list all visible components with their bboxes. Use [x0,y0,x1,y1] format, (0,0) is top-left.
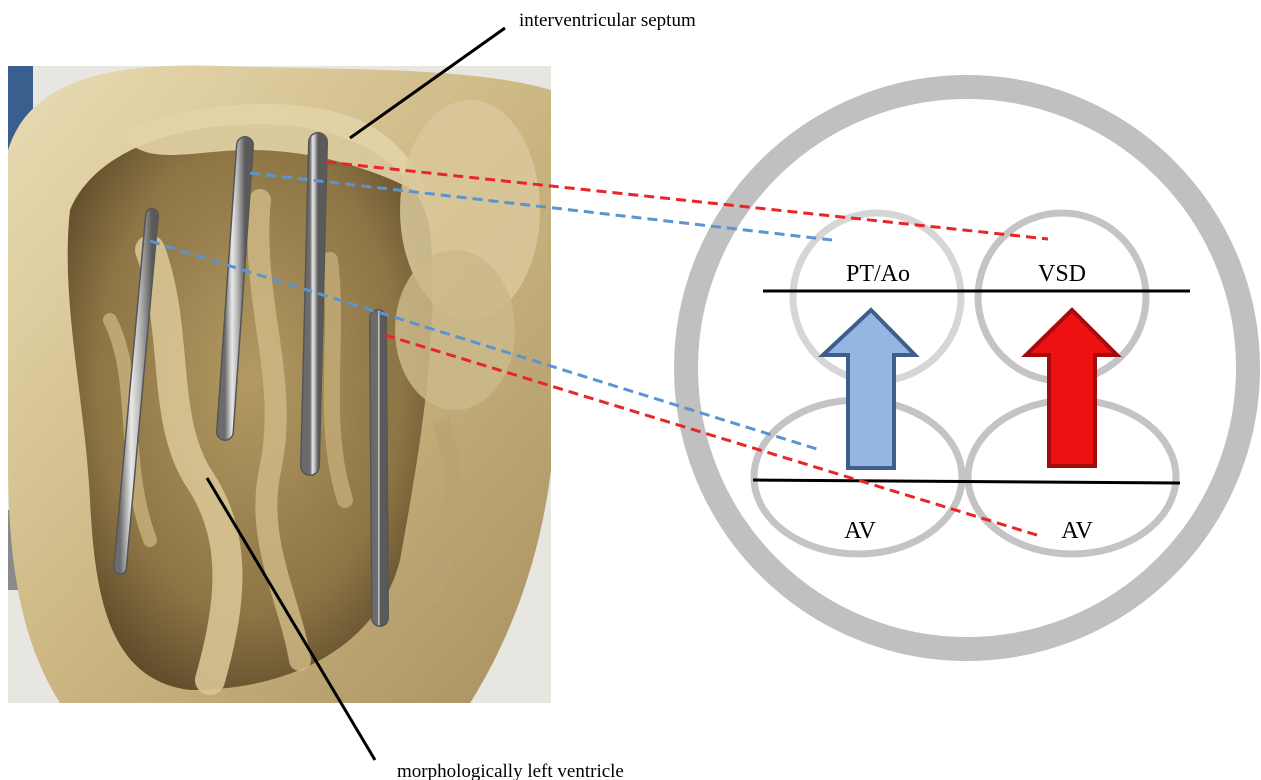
ventricle-label: morphologically left ventricle [397,761,624,780]
specimen-photo [8,65,551,703]
av-left-label: AV [844,518,876,544]
pt-ao-label: PT/Ao [846,261,910,287]
schematic: PT/Ao VSD AV AV [686,87,1248,649]
probe [378,318,380,618]
vsd-label: VSD [1038,261,1086,287]
probe [310,142,318,466]
lower-divider-line [753,480,1180,483]
blue-arrow-up [823,310,915,468]
septum-tissue [395,250,515,410]
av-right-label: AV [1061,518,1093,544]
septum-label: interventricular septum [519,10,696,31]
outer-ring [686,87,1248,649]
red-arrow-up [1026,310,1117,466]
